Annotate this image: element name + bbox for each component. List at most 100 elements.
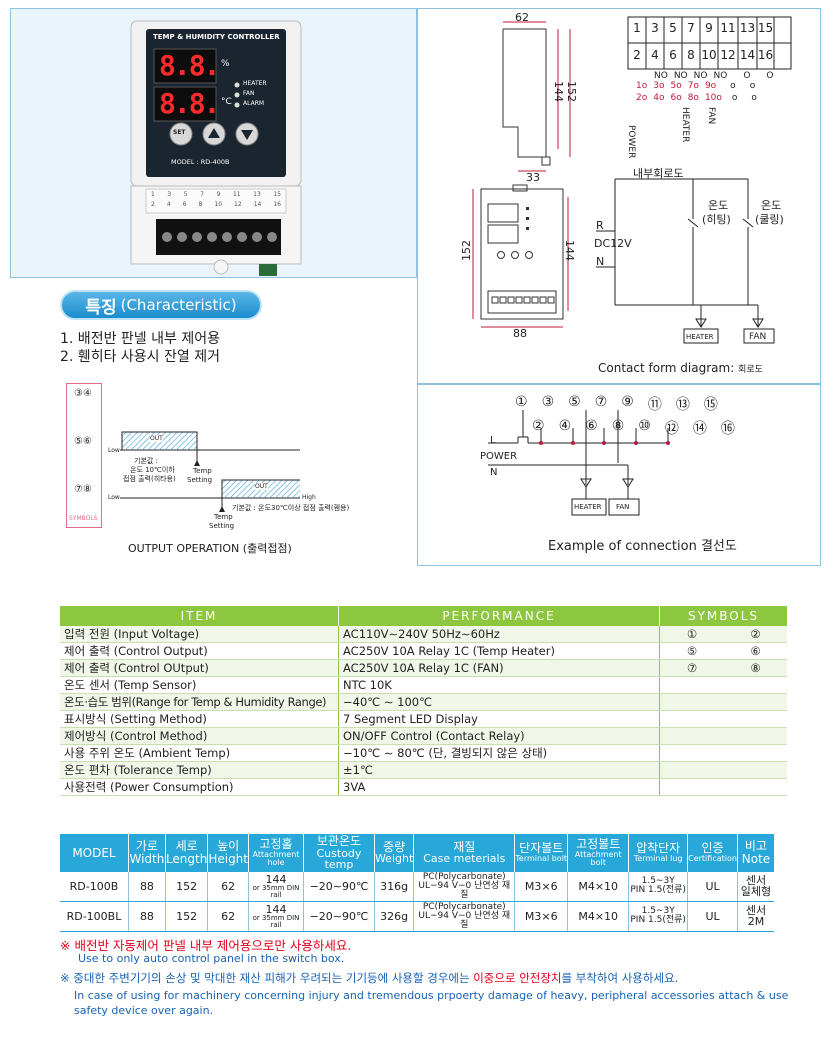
output-operation-caption: OUTPUT OPERATION (출력접점) xyxy=(128,542,292,555)
spec-table: ITEM PERFORMANCE SYMBOLS 입력 전원 (Input Vo… xyxy=(60,606,787,796)
table-row: 사용 주위 온도 (Ambient Temp)−10℃ ∼ 80℃ (단, 결빙… xyxy=(60,744,787,762)
op-heat-note-1: 기본값 : xyxy=(134,457,158,465)
op-out-upper: OUT xyxy=(150,435,163,442)
device-digits-bottom: 8.8. xyxy=(159,87,220,120)
symbols-label: SYMBOLS xyxy=(69,515,98,522)
dimension-drawings xyxy=(472,16,792,344)
characteristic-title: 특징 xyxy=(85,297,117,318)
note-1-korean: ※ 배전반 자동제어 판넬 내부 제어용으로만 사용하세요. xyxy=(60,938,352,953)
table-row: 입력 전원 (Input Voltage)AC110V∼240V 50Hz∼60… xyxy=(60,626,787,643)
table-row: 사용전력 (Power Consumption)3VA xyxy=(60,778,787,796)
connection-n-label: N xyxy=(490,467,498,478)
spec-header-row: ITEM PERFORMANCE SYMBOLS xyxy=(60,606,787,626)
dim-front-width: 88 xyxy=(513,327,527,340)
product-photo-panel: TEMP & HUMIDITY CONTROLLER 8.8. 8.8. % °… xyxy=(10,8,417,278)
connection-heater-label: HEATER xyxy=(574,503,602,511)
device-unit-celsius: °C xyxy=(221,97,232,107)
characteristic-badge: 특징 (Characteristic) xyxy=(60,290,262,320)
contact-dc-label: DC12V xyxy=(594,237,632,250)
dim-side-width: 62 xyxy=(515,11,529,24)
connection-l-label: L xyxy=(490,435,496,446)
symbol-34: ③④ xyxy=(74,388,92,399)
op-temp-setting-upper-1: Temp xyxy=(193,467,212,475)
model-header: MODEL xyxy=(60,834,129,872)
device-set-button: SET xyxy=(173,129,186,136)
op-temp-setting-upper-2: Setting xyxy=(187,476,213,484)
contact-heater-label: HEATER xyxy=(686,333,714,341)
connection-power-label: POWER xyxy=(480,451,518,462)
op-high-lower: High xyxy=(302,494,316,501)
table-row: 제어 출력 (Control Output)AC250V 10A Relay 1… xyxy=(60,642,787,660)
symbol-56: ⑤⑥ xyxy=(74,436,92,447)
table-row: 제어방식 (Control Method)ON/OFF Control (Con… xyxy=(60,727,787,745)
terminal-label-fan: FAN xyxy=(706,107,716,125)
spec-header-symbols: SYMBOLS xyxy=(659,606,787,626)
device-title: TEMP & HUMIDITY CONTROLLER xyxy=(153,33,280,41)
contact-form-caption: Contact form diagram: 회로도 xyxy=(598,361,763,375)
device-led-fan: FAN xyxy=(243,90,255,97)
contact-r-label: R xyxy=(596,219,604,232)
note-1-english: Use to only auto control panel in the sw… xyxy=(78,952,345,965)
table-row: 온도 센서 (Temp Sensor)NTC 10K xyxy=(60,676,787,694)
dim-side-depth: 33 xyxy=(526,171,540,184)
dim-side-height-inner: 144 xyxy=(552,81,565,102)
contact-n-label: N xyxy=(596,255,605,268)
connection-caption: Example of connection 결선도 xyxy=(548,539,737,554)
op-out-lower: OUT xyxy=(255,483,268,490)
op-temp-setting-lower-1: Temp xyxy=(214,513,233,521)
spec-header-performance: PERFORMANCE xyxy=(338,606,660,626)
contact-cool-label-1: 온도 xyxy=(761,199,782,212)
op-heat-note-2: 온도 10℃이하 xyxy=(130,466,175,474)
op-heat-note-3: 접점 출력(히타용) xyxy=(123,475,176,483)
connection-diagram xyxy=(488,410,670,516)
symbol-78: ⑦⑧ xyxy=(74,484,92,495)
device-unit-percent: % xyxy=(221,59,230,69)
characteristic-item-1: 1. 배전반 판넬 내부 제어용 xyxy=(60,331,220,347)
dim-front-height-inner: 144 xyxy=(563,240,576,261)
op-low-upper: Low xyxy=(108,447,120,454)
device-model-label: MODEL : RD-400B xyxy=(171,158,230,166)
table-row: 제어 출력 (Control OUtput)AC250V 10A Relay 1… xyxy=(60,659,787,677)
op-low-lower: Low xyxy=(108,494,120,501)
note-2-english: In case of using for machinery concernin… xyxy=(74,989,789,1017)
controller-device xyxy=(130,20,302,276)
contact-heat-label-2: (히팅) xyxy=(702,213,731,226)
dim-side-height-outer: 152 xyxy=(565,81,578,102)
spec-header-item: ITEM xyxy=(60,606,339,626)
table-row: 온도·습도 범위(Range for Temp & Humidity Range… xyxy=(60,693,787,711)
op-temp-setting-lower-2: Setting xyxy=(209,522,235,530)
op-cool-note: 기본값 : 온도30℃이상 접점 출력(휀용) xyxy=(232,504,350,512)
symbols-box: ③④ ⑤⑥ ⑦⑧ SYMBOLS xyxy=(66,383,102,528)
terminal-label-power: POWER xyxy=(626,125,636,159)
device-led-heater: HEATER xyxy=(243,80,267,87)
device-digits-top: 8.8. xyxy=(159,49,220,82)
connection-fan-label: FAN xyxy=(616,503,630,511)
contact-internal-label: 내부회로도 xyxy=(633,167,684,180)
contact-heat-label-1: 온도 xyxy=(708,199,729,212)
